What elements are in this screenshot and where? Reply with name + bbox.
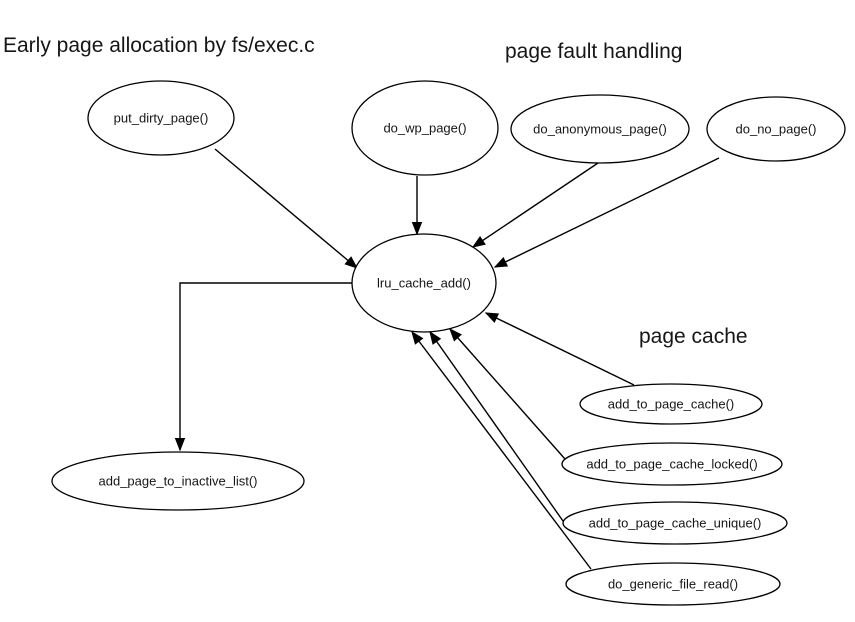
add_to_page_cache-label: add_to_page_cache() [608, 397, 735, 412]
add_to_page_cache_unique-ellipse [562, 501, 788, 545]
heading-page-fault-handling: page fault handling [505, 40, 683, 63]
edge-lru_cache_add-to-add_page_to_inactive_list [174, 282, 352, 452]
do_anonymous_page-ellipse [510, 94, 690, 164]
edge-put_dirty_page-to-lru_cache_add [214, 148, 359, 269]
edges-layer [174, 148, 720, 570]
edge-do_no_page-to-lru_cache_add [493, 157, 720, 268]
node-add_page_to_inactive_list: add_page_to_inactive_list() [51, 451, 305, 511]
add_to_page_cache_locked-ellipse [561, 442, 783, 486]
add_to_page_cache_unique-label: add_to_page_cache_unique() [589, 516, 762, 531]
node-do_no_page: do_no_page() [706, 96, 846, 162]
edge-add_to_page_cache_unique-to-lru_cache_add [429, 330, 564, 522]
lru_cache_add-label: lru_cache_add() [377, 276, 471, 291]
add_page_to_inactive_list-ellipse [51, 451, 305, 511]
heading-early-page-allocation: Early page allocation by fs/exec.c [3, 34, 315, 57]
node-add_to_page_cache_locked: add_to_page_cache_locked() [561, 442, 783, 486]
do_no_page-label: do_no_page() [736, 122, 817, 137]
add_to_page_cache-ellipse [579, 383, 763, 425]
heading-page-cache: page cache [639, 325, 748, 348]
do_no_page-ellipse [706, 96, 846, 162]
put_dirty_page-label: put_dirty_page() [114, 111, 209, 126]
do_generic_file_read-label: do_generic_file_read() [608, 577, 738, 592]
put_dirty_page-ellipse [87, 80, 235, 156]
add_to_page_cache_locked-label: add_to_page_cache_locked() [586, 457, 757, 472]
do_wp_page-label: do_wp_page() [383, 121, 466, 136]
do_generic_file_read-ellipse [565, 562, 781, 606]
add_page_to_inactive_list-label: add_page_to_inactive_list() [99, 474, 258, 489]
node-do_wp_page: do_wp_page() [351, 80, 499, 176]
edge-do_anonymous_page-to-lru_cache_add [471, 162, 599, 248]
node-lru_cache_add: lru_cache_add() [351, 233, 497, 333]
node-do_generic_file_read: do_generic_file_read() [565, 562, 781, 606]
node-add_to_page_cache_unique: add_to_page_cache_unique() [562, 501, 788, 545]
do_wp_page-ellipse [351, 80, 499, 176]
edge-do_generic_file_read-to-lru_cache_add [411, 330, 592, 570]
nodes-layer: put_dirty_page() do_wp_page() do_anonymous… [51, 80, 846, 606]
lru_cache_add-ellipse [351, 233, 497, 333]
edge-add_to_page_cache-to-lru_cache_add [484, 312, 635, 386]
node-add_to_page_cache: add_to_page_cache() [579, 383, 763, 425]
node-put_dirty_page: put_dirty_page() [87, 80, 235, 156]
do_anonymous_page-label: do_anonymous_page() [533, 122, 667, 137]
edge-add_to_page_cache_locked-to-lru_cache_add [449, 327, 566, 460]
node-do_anonymous_page: do_anonymous_page() [510, 94, 690, 164]
